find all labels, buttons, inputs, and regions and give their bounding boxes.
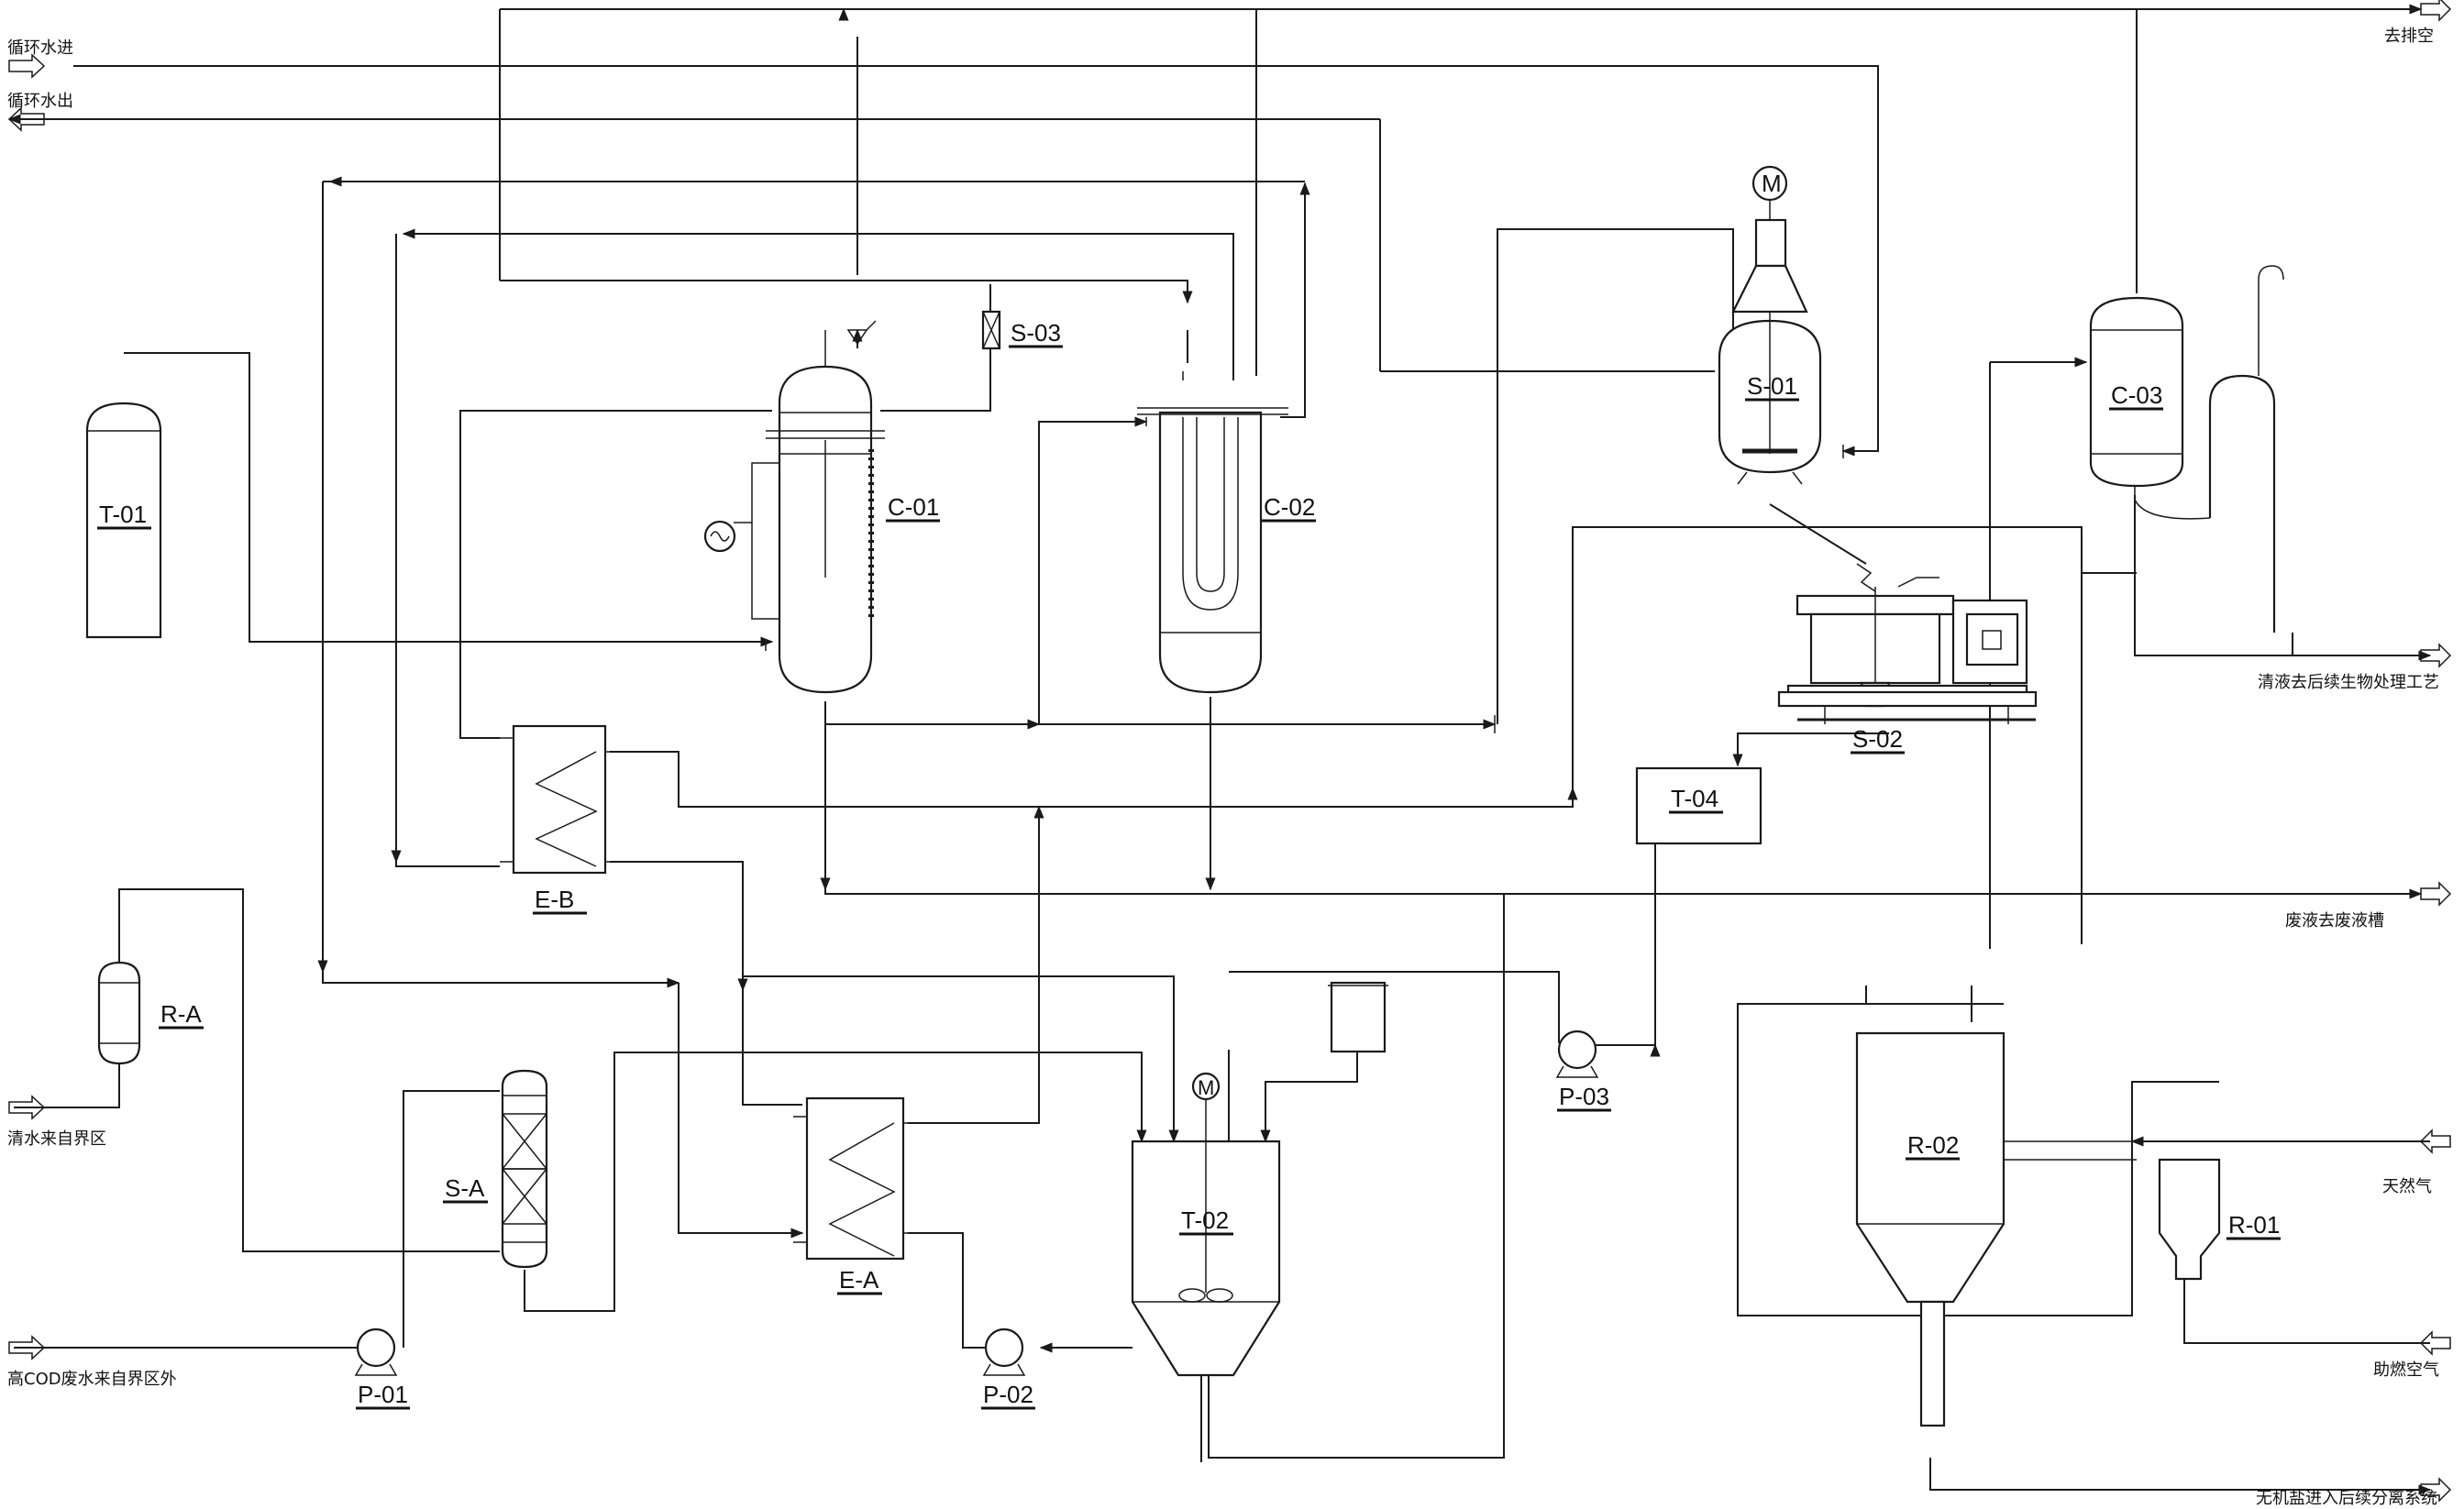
stream-combustion-air: 助燃空气 (2373, 1360, 2439, 1380)
stream-fresh-water: 清水来自界区 (7, 1129, 106, 1149)
label-t01: T-01 (99, 501, 147, 528)
stream-clear-liquid: 清液去后续生物处理工艺 (2258, 673, 2439, 692)
label-r01: R-01 (2228, 1211, 2280, 1239)
pump-p03[interactable] (1555, 1030, 1599, 1078)
heat-exchanger-eb[interactable] (500, 724, 619, 875)
label-r02: R-02 (1907, 1131, 1959, 1159)
nozzle-marks (765, 371, 1844, 733)
piping (7, 4, 2432, 1495)
stream-cw-in: 循环水进 (7, 39, 73, 58)
vessel-ra[interactable] (97, 961, 141, 1065)
incinerator-r02[interactable] (1855, 1031, 2137, 1427)
settler-c03[interactable] (2089, 265, 2284, 633)
stream-natural-gas: 天然气 (2382, 1177, 2432, 1196)
label-sa: S-A (445, 1174, 485, 1202)
label-eb: E-B (535, 886, 574, 913)
waste-liquid-line (824, 701, 2423, 899)
label-c01: C-01 (888, 493, 939, 521)
label-p03: P-03 (1559, 1083, 1609, 1110)
stream-arrows (7, 0, 2452, 1503)
column-sa[interactable] (501, 1069, 548, 1269)
tank-t01[interactable] (85, 402, 162, 639)
stream-vent: 去排空 (2384, 27, 2434, 46)
label-t02: T-02 (1181, 1206, 1229, 1234)
stream-salt-out: 无机盐进入后续分离系统 (2256, 1489, 2437, 1508)
tank-t04[interactable] (1635, 766, 1762, 845)
label-c02: C-02 (1264, 493, 1315, 521)
stream-waste-liquid: 废液去废液槽 (2285, 911, 2384, 931)
pump-p02[interactable] (982, 1327, 1026, 1376)
condenser-c02[interactable] (1137, 407, 1288, 694)
stream-high-cod: 高COD废水来自界区外 (7, 1370, 177, 1389)
label-ra: R-A (160, 1000, 202, 1028)
relief-valve-icon (846, 320, 877, 346)
column-c01[interactable] (703, 330, 885, 694)
valve-s03[interactable] (981, 310, 1001, 350)
pump-p01[interactable] (354, 1327, 398, 1376)
label-s01: S-01 (1747, 372, 1797, 400)
stream-labels: 循环水进 循环水出 去排空 清液去后续生物处理工艺 废液去废液槽 清水来自界区 … (7, 27, 2439, 1508)
equipment-labels: T-01 C-01 C-02 S-01 C-03 S-02 T-04 E-B R… (97, 170, 2281, 1410)
dosing-hopper[interactable] (1328, 981, 1388, 1053)
label-c03: C-03 (2111, 381, 2162, 409)
motor-icon: M (1762, 170, 1782, 197)
stream-cw-out: 循环水出 (7, 92, 73, 111)
label-p01: P-01 (358, 1381, 408, 1408)
centrifuge-s02[interactable] (1777, 563, 2038, 724)
label-t04: T-04 (1671, 785, 1718, 812)
motor-icon-t02: M (1198, 1076, 1214, 1099)
label-s03: S-03 (1011, 319, 1061, 347)
reactor-s01[interactable] (1718, 165, 1822, 485)
label-p02: P-02 (983, 1381, 1033, 1408)
tank-t02[interactable] (1131, 1072, 1281, 1377)
heat-exchanger-ea[interactable] (793, 1096, 917, 1261)
label-ea: E-A (839, 1266, 879, 1294)
label-s02: S-02 (1852, 725, 1903, 753)
cooling-water-in-line (73, 65, 1879, 457)
cyclone-r01[interactable] (2158, 1158, 2221, 1281)
